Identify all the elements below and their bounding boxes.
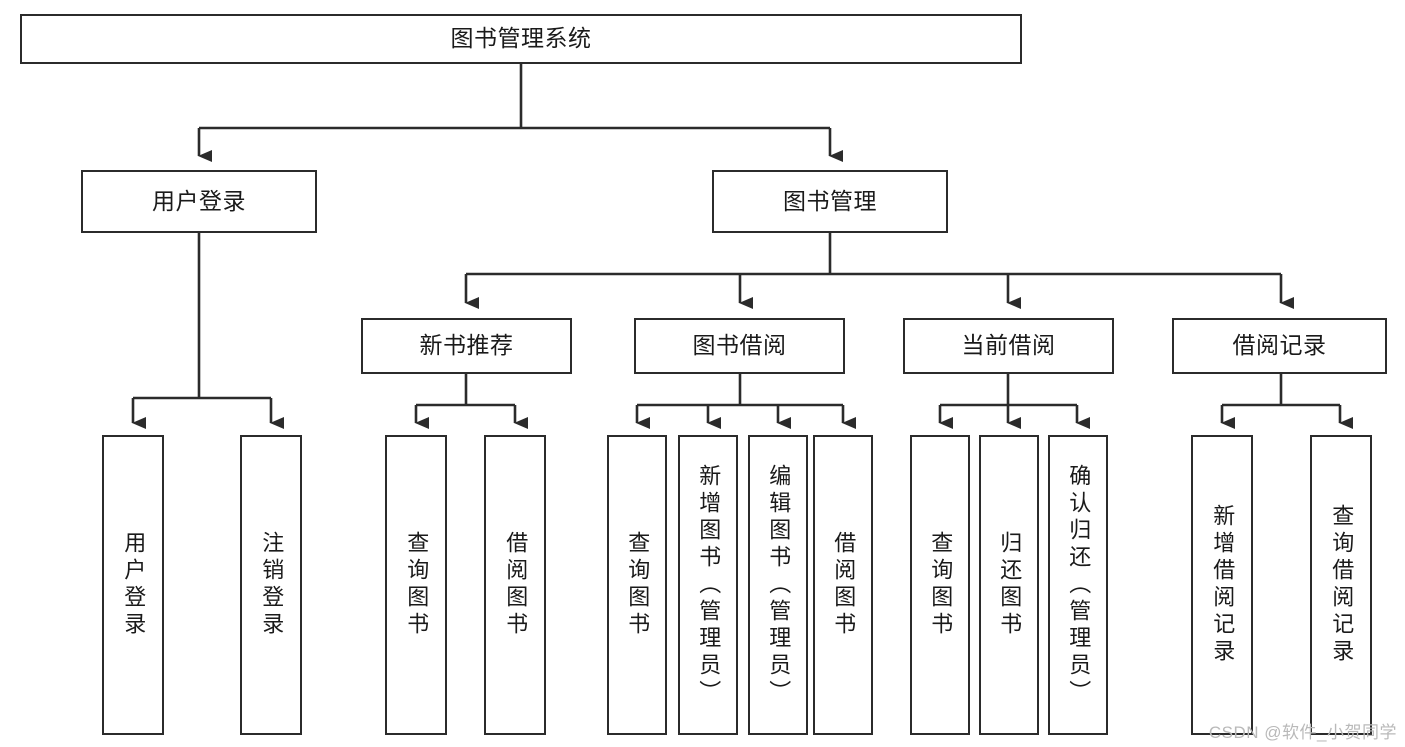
node-borrow-record[interactable]: 借阅记录 xyxy=(1172,318,1387,374)
node-new-book-recommend[interactable]: 新书推荐 xyxy=(361,318,572,374)
leaf-user-logout[interactable]: 注销登录 xyxy=(240,435,302,735)
node-book-borrow-label: 图书借阅 xyxy=(692,332,787,359)
leaf-borrow-book-2[interactable]: 借阅图书 xyxy=(813,435,873,735)
node-root-label: 图书管理系统 xyxy=(450,25,592,52)
node-user-login[interactable]: 用户登录 xyxy=(81,170,317,233)
leaf-return-book[interactable]: 归还图书 xyxy=(979,435,1039,735)
node-book-borrow[interactable]: 图书借阅 xyxy=(634,318,845,374)
node-user-login-label: 用户登录 xyxy=(152,187,246,214)
leaf-query-book-1-label: 查询图书 xyxy=(404,531,430,639)
node-root[interactable]: 图书管理系统 xyxy=(20,14,1022,64)
node-current-borrow-label: 当前借阅 xyxy=(961,332,1056,359)
leaf-query-record[interactable]: 查询借阅记录 xyxy=(1310,435,1372,735)
node-current-borrow[interactable]: 当前借阅 xyxy=(903,318,1114,374)
leaf-query-book-3[interactable]: 查询图书 xyxy=(910,435,970,735)
leaf-user-login-label: 用户登录 xyxy=(121,531,147,639)
leaf-borrow-book-2-label: 借阅图书 xyxy=(831,531,857,639)
leaf-add-book[interactable]: 新增图书（管理员） xyxy=(678,435,738,735)
leaf-edit-book-label: 编辑图书（管理员） xyxy=(766,463,792,707)
leaf-confirm-return[interactable]: 确认归还（管理员） xyxy=(1048,435,1108,735)
leaf-query-record-label: 查询借阅记录 xyxy=(1329,504,1355,666)
leaf-return-book-label: 归还图书 xyxy=(997,531,1023,639)
node-new-book-recommend-label: 新书推荐 xyxy=(419,332,514,359)
node-book-manage[interactable]: 图书管理 xyxy=(712,170,948,233)
leaf-add-record-label: 新增借阅记录 xyxy=(1210,504,1236,666)
node-borrow-record-label: 借阅记录 xyxy=(1232,332,1327,359)
leaf-query-book-3-label: 查询图书 xyxy=(928,531,954,639)
watermark: CSDN @软件_小贺同学 xyxy=(1208,723,1397,742)
leaf-add-record[interactable]: 新增借阅记录 xyxy=(1191,435,1253,735)
leaf-query-book-1[interactable]: 查询图书 xyxy=(385,435,447,735)
node-book-manage-label: 图书管理 xyxy=(783,187,877,214)
leaf-query-book-2-label: 查询图书 xyxy=(625,531,651,639)
leaf-user-logout-label: 注销登录 xyxy=(259,531,285,639)
leaf-query-book-2[interactable]: 查询图书 xyxy=(607,435,667,735)
leaf-edit-book[interactable]: 编辑图书（管理员） xyxy=(748,435,808,735)
leaf-borrow-book-1-label: 借阅图书 xyxy=(503,531,529,639)
leaf-borrow-book-1[interactable]: 借阅图书 xyxy=(484,435,546,735)
leaf-confirm-return-label: 确认归还（管理员） xyxy=(1066,463,1092,707)
leaf-add-book-label: 新增图书（管理员） xyxy=(696,463,722,707)
leaf-user-login[interactable]: 用户登录 xyxy=(102,435,164,735)
